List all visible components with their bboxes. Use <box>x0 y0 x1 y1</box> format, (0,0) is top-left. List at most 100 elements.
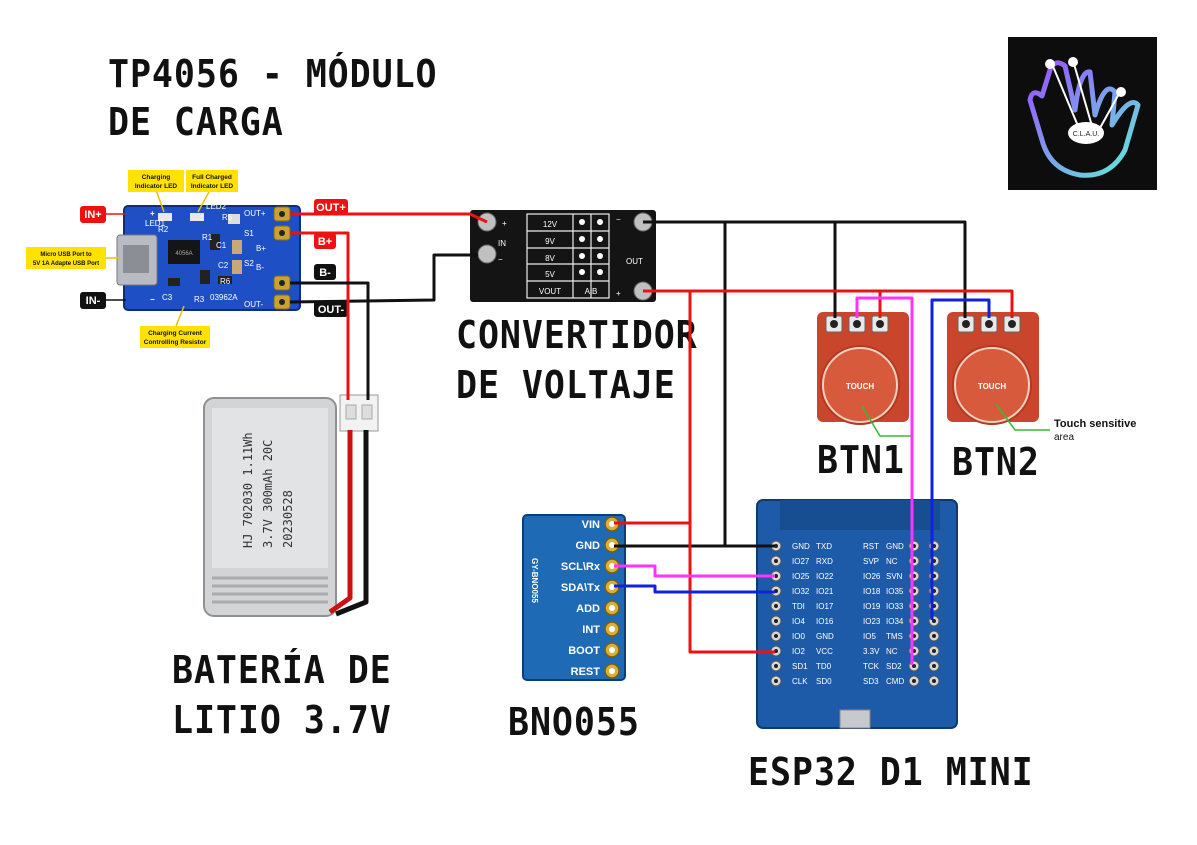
battery-line1: HJ 702030 1.11Wh <box>241 432 255 548</box>
esp-right-label-a: IO19 <box>863 602 881 611</box>
converter-out-label: OUT <box>626 257 643 266</box>
svg-text:C1: C1 <box>216 241 227 250</box>
esp-left-label-b: IO21 <box>816 587 834 596</box>
esp-left-label-b: RXD <box>816 557 833 566</box>
wire-outplus-to-converter <box>290 212 488 224</box>
tag-out-minus: OUT- <box>318 304 345 316</box>
esp-left-label-b: IO22 <box>816 572 834 581</box>
svg-text:B+: B+ <box>256 244 266 253</box>
wire-btn1-signal <box>855 296 914 665</box>
tp4056-title-line2: DE CARGA <box>108 100 284 144</box>
esp-right-label-a: IO18 <box>863 587 881 596</box>
bno-pins <box>604 516 620 679</box>
battery-title: BATERÍA DE LITIO 3.7V <box>172 645 392 745</box>
wire-bminus-battery <box>290 281 370 400</box>
voltage-converter: + IN − − OUT + 12V 9V 8V 5V VOUT A|B <box>470 210 656 302</box>
btn1-title: BTN1 <box>817 438 905 482</box>
svg-text:S1: S1 <box>244 229 254 238</box>
bno-pin-label: VIN <box>582 519 600 531</box>
tag-b-plus: B+ <box>318 236 332 248</box>
svg-text:LED1: LED1 <box>145 219 166 228</box>
battery-title-line1: BATERÍA DE <box>172 648 392 692</box>
svg-text:OUT+: OUT+ <box>244 209 266 218</box>
touch-area-note-2: area <box>1054 432 1074 443</box>
esp-left-label-a: SD1 <box>792 662 808 671</box>
svg-text:−: − <box>150 295 155 304</box>
callout-charging-led-1: Charging <box>142 174 171 181</box>
tag-b-minus: B- <box>319 267 331 279</box>
svg-text:S2: S2 <box>244 259 254 268</box>
esp32-title: ESP32 D1 MINI <box>748 750 1034 794</box>
esp-left-label-b: TD0 <box>816 662 832 671</box>
converter-vout-label: VOUT <box>539 287 561 296</box>
tp4056-chip <box>168 240 200 264</box>
wires <box>289 212 1014 665</box>
touch-button-2: TOUCH <box>947 312 1039 425</box>
esp-left-label-a: CLK <box>792 677 808 686</box>
voltage-5v: 5V <box>545 270 555 279</box>
converter-title: CONVERTIDOR DE VOLTAJE <box>456 310 698 410</box>
battery-line3: 20230528 <box>281 490 295 548</box>
bno-board-name: GY-BNO055 <box>530 558 539 603</box>
tp4056-title-line1: TP4056 - MÓDULO <box>108 52 438 96</box>
touch-area-note-1: Touch sensitive <box>1054 418 1136 430</box>
converter-ab-label: A|B <box>585 287 598 296</box>
converter-title-line2: DE VOLTAJE <box>456 363 676 407</box>
svg-text:R5: R5 <box>222 213 233 222</box>
esp-right-label-a: RST <box>863 542 879 551</box>
callout-usb-2: 5V 1A Adapte USB Port <box>33 261 99 267</box>
esp-left-label-b: VCC <box>816 647 833 656</box>
wire-battery-lead-black <box>335 430 369 617</box>
hand-icon <box>1027 60 1141 178</box>
bno-pin-label: BOOT <box>568 645 600 657</box>
tag-in-plus: IN+ <box>84 209 101 221</box>
tp4056-title: TP4056 - MÓDULO DE CARGA <box>108 50 438 146</box>
esp-right-label-a: IO23 <box>863 617 881 626</box>
callout-resistor-2: Controlling Resistor <box>144 339 207 346</box>
tp4056-tags: IN+ IN- OUT+ B+ B- OUT- <box>80 199 348 317</box>
bno-pin-label: GND <box>576 540 601 552</box>
wire-outminus-to-converter <box>289 253 478 304</box>
svg-text:R1: R1 <box>202 233 213 242</box>
callout-charging-led-2: Indicator LED <box>135 183 178 190</box>
svg-text:C2: C2 <box>218 261 229 270</box>
esp-right-label-a: 3.3V <box>863 647 880 656</box>
wire-battery-lead-red <box>328 430 353 615</box>
bno-pin-label: SDA\Tx <box>561 582 601 594</box>
esp-left-label-b: TXD <box>816 542 832 551</box>
wire-sda <box>614 584 775 594</box>
bno055-title: BNO055 <box>508 700 640 744</box>
svg-text:+: + <box>150 209 155 218</box>
svg-text:−: − <box>616 215 621 224</box>
esp-left-label-b: SD0 <box>816 677 832 686</box>
btn1-touch-label: TOUCH <box>846 382 875 391</box>
bno-pin-label: INT <box>582 624 600 636</box>
tag-in-minus: IN- <box>86 295 101 307</box>
converter-title-line1: CONVERTIDOR <box>456 313 698 357</box>
esp-right-label-b: NC <box>886 557 898 566</box>
esp-left-label-b: GND <box>816 632 834 641</box>
wire-vout-main <box>643 289 1014 318</box>
svg-text:OUT-: OUT- <box>244 300 263 309</box>
lipo-battery: HJ 702030 1.11Wh 3.7V 300mAh 20C 2023052… <box>203 394 379 617</box>
esp-left-label-b: IO16 <box>816 617 834 626</box>
wire-scl <box>614 564 775 578</box>
wire-gnd-main <box>643 220 967 318</box>
wire-gnd-esp <box>723 222 775 548</box>
callout-resistor-1: Charging Current <box>148 330 203 337</box>
callout-usb-1: Micro USB Port to <box>40 252 92 258</box>
esp32-board <box>756 499 958 729</box>
esp-right-label-b: CMD <box>886 677 904 686</box>
esp-right-label-a: IO26 <box>863 572 881 581</box>
svg-text:03962A: 03962A <box>210 293 238 302</box>
voltage-12v: 12V <box>543 220 558 229</box>
tp4056-callouts: Charging Indicator LED Full Charged Indi… <box>26 170 238 348</box>
tag-out-plus: OUT+ <box>316 202 346 214</box>
esp-right-label-b: IO34 <box>886 617 904 626</box>
esp-left-label-a: GND <box>792 542 810 551</box>
esp-right-label-a: SVP <box>863 557 879 566</box>
esp-right-label-b: SD2 <box>886 662 902 671</box>
